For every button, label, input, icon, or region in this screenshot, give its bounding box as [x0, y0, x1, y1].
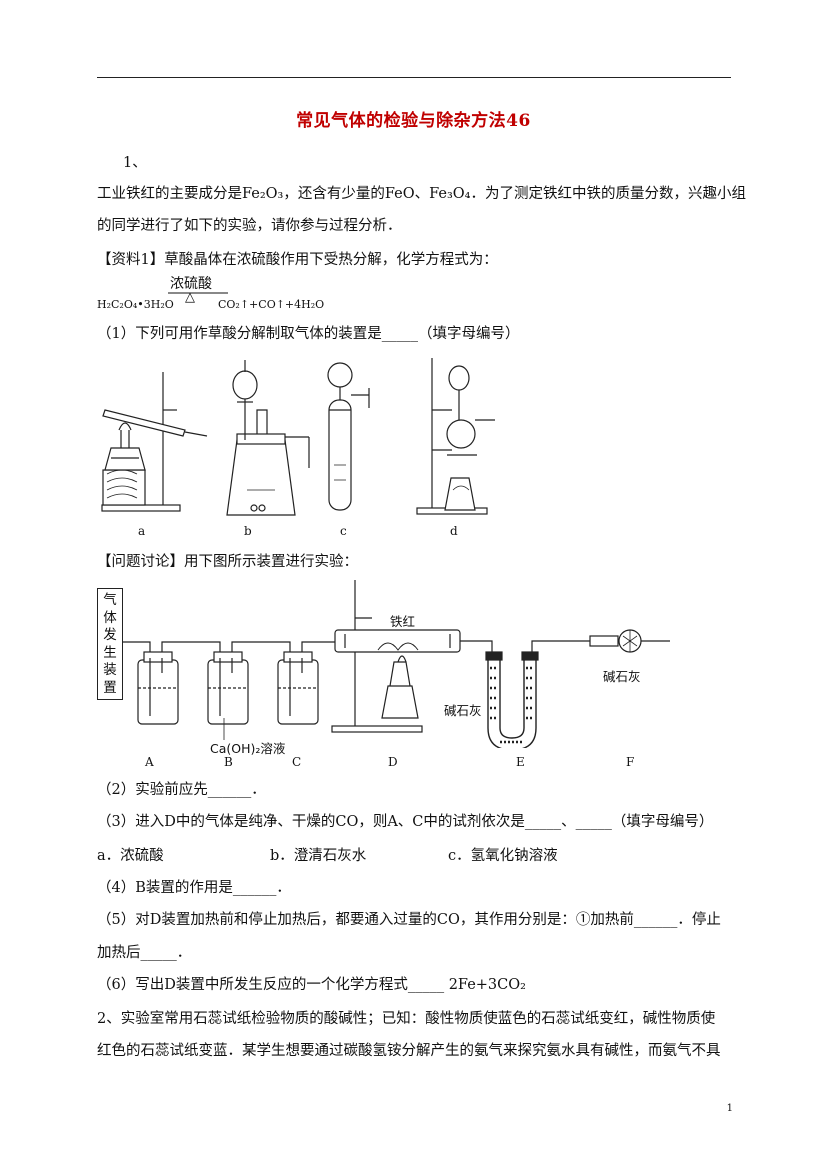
option-c: c．氢氧化钠溶液	[448, 848, 558, 864]
question-1: （1）下列可用作草酸分解制取气体的装置是_____（填字母编号）	[97, 326, 520, 342]
fig2-label-B: B	[224, 755, 233, 769]
option-b: b．澄清石灰水	[270, 848, 367, 864]
label-jianshihui-e: 碱石灰	[444, 703, 482, 718]
page-number: 1	[726, 1103, 733, 1114]
eq-heat: △	[185, 290, 195, 305]
gas-generator-box: 气 体 发 生 装 置	[97, 588, 123, 700]
question-7-line-2: 红色的石蕊试纸变蓝．某学生想要通过碳酸氢铵分解产生的氨气来探究氨水具有碱性，而氨…	[97, 1043, 721, 1059]
question-number: 1、	[123, 155, 147, 171]
gen-char-1: 气	[103, 592, 117, 608]
gen-char-4: 生	[103, 644, 117, 661]
header-rule	[97, 77, 731, 78]
option-a: a．浓硫酸	[97, 848, 164, 864]
fig1-label-d: d	[450, 524, 458, 538]
intro-line-1: 工业铁红的主要成分是Fe₂O₃，还含有少量的FeO、Fe₃O₄．为了测定铁红中铁…	[97, 186, 746, 202]
question-5-line-2: 加热后_____．	[97, 945, 192, 961]
fig1-label-b: b	[244, 524, 252, 538]
gen-char-5: 装	[103, 662, 117, 678]
fig2-label-A: A	[145, 755, 154, 769]
fig2-label-D: D	[388, 755, 398, 769]
fig2-label-C: C	[292, 755, 302, 769]
eq-left: H₂C₂O₄•3H₂O	[97, 298, 174, 311]
question-5-line-1: （5）对D装置加热前和停止加热后，都要通入过量的CO，其作用分别是：①加热前__…	[97, 912, 721, 928]
question-7-line-1: 2、实验室常用石蕊试纸检验物质的酸碱性；已知：酸性物质使蓝色的石蕊试纸变红，碱性…	[97, 1011, 716, 1027]
fig1-label-c: c	[340, 524, 347, 538]
fig2-label-F: F	[626, 755, 635, 769]
label-tiehong: 铁红	[390, 614, 416, 629]
figure-apparatus-af	[122, 580, 670, 748]
figure-apparatus-abcd	[101, 358, 495, 516]
label-jianshihui-f: 碱石灰	[603, 669, 641, 684]
gen-char-2: 体	[103, 609, 117, 626]
question-3: （3）进入D中的气体是纯净、干燥的CO，则A、C中的试剂依次是_____、___…	[97, 814, 714, 830]
intro-line-2: 的同学进行了如下的实验，请你参与过程分析．	[97, 218, 402, 234]
question-2: （2）实验前应先______．	[97, 782, 266, 798]
fig2-label-E: E	[516, 755, 525, 769]
eq-arrow-line	[168, 292, 228, 294]
discussion-line: 【问题讨论】用下图所示装置进行实验：	[97, 554, 358, 570]
gen-char-3: 发	[103, 627, 117, 643]
info-line: 【资料1】草酸晶体在浓硫酸作用下受热分解，化学方程式为：	[97, 252, 498, 268]
fig1-label-a: a	[138, 524, 146, 538]
eq-right: CO₂↑+CO↑+4H₂O	[218, 298, 325, 311]
question-6: （6）写出D装置中所发生反应的一个化学方程式_____ 2Fe+3CO₂	[97, 977, 526, 993]
question-4: （4）B装置的作用是______．	[97, 880, 291, 896]
eq-condition: 浓硫酸	[170, 276, 212, 292]
label-caoh: Ca(OH)₂溶液	[210, 741, 286, 756]
page-title: 常见气体的检验与除杂方法46	[296, 111, 531, 131]
gen-char-6: 置	[103, 679, 117, 696]
